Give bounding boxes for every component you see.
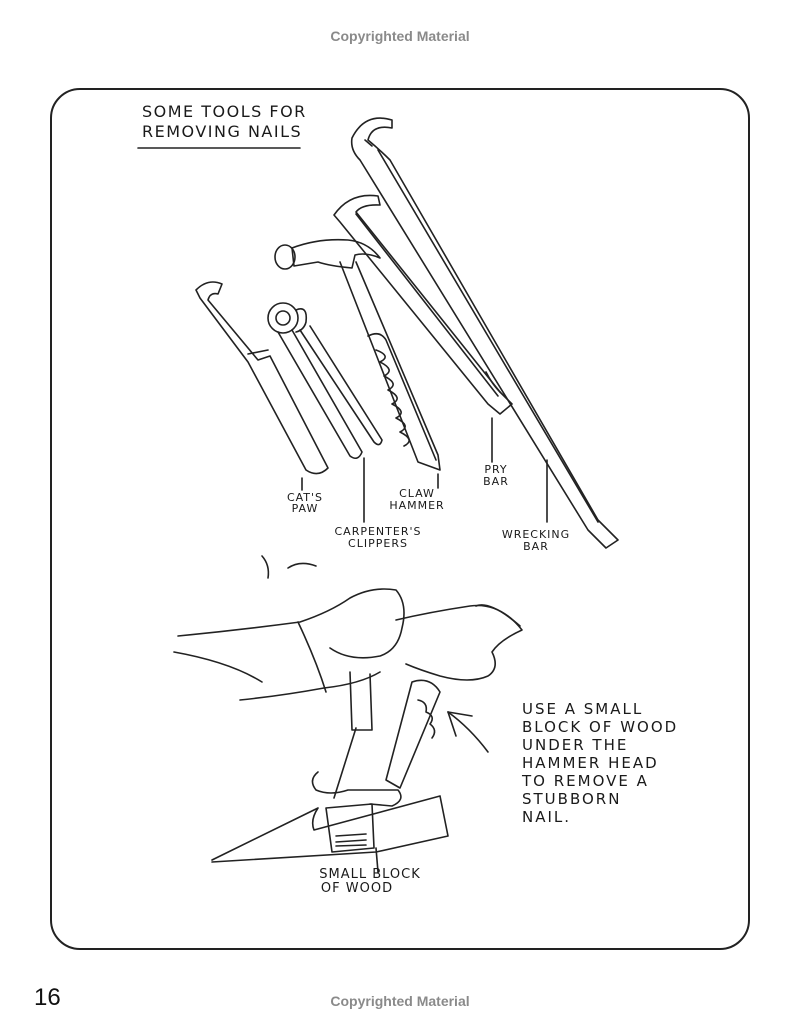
hands-and-hammer-drawing xyxy=(173,555,523,807)
page-number: 16 xyxy=(34,984,61,1011)
label-small-block-line-2: OF WOOD xyxy=(320,881,394,896)
note-line-3: UNDER THE xyxy=(522,736,629,754)
claw-hammer-drawing xyxy=(274,238,441,471)
copyright-watermark-bottom: Copyrighted Material xyxy=(330,993,470,1009)
label-wrecking-bar-line-2: BAR xyxy=(523,540,549,553)
label-cats-paw-line-1: CAT'S xyxy=(286,491,324,504)
wrecking-bar-drawing xyxy=(350,117,619,549)
note-line-4: HAMMER HEAD xyxy=(522,754,659,772)
note-line-7: NAIL. xyxy=(522,808,572,826)
board-and-block-drawing xyxy=(211,795,449,873)
pry-bar-drawing xyxy=(333,194,513,415)
label-pry-bar-line-2: BAR xyxy=(483,475,509,488)
carpenters-clippers-drawing xyxy=(267,302,383,460)
label-clippers-line-1: CARPENTER'S xyxy=(334,525,422,538)
copyright-watermark-top: Copyrighted Material xyxy=(330,28,470,44)
label-pry-bar-line-1: PRY xyxy=(484,463,508,476)
label-small-block-line-1: SMALL BLOCK xyxy=(319,867,421,882)
note-line-6: STUBBORN xyxy=(522,790,622,808)
label-claw-hammer-line-2: HAMMER xyxy=(389,499,445,512)
illustration-title-line-2: REMOVING NAILS xyxy=(142,122,303,141)
cats-paw-drawing xyxy=(195,281,329,475)
label-clippers-line-2: CLIPPERS xyxy=(348,537,408,550)
label-cats-paw-line-2: PAW xyxy=(291,502,319,515)
illustration-title-line-1: SOME TOOLS FOR xyxy=(142,102,307,121)
label-wrecking-bar-line-1: WRECKING xyxy=(501,528,571,541)
leader-small-block xyxy=(375,847,379,873)
illustration-frame xyxy=(50,88,750,950)
label-claw-hammer-line-1: CLAW xyxy=(399,487,435,500)
note-line-5: TO REMOVE A xyxy=(522,772,649,790)
note-line-1: USE A SMALL xyxy=(522,700,644,718)
note-line-2: BLOCK OF WOOD xyxy=(522,718,679,736)
